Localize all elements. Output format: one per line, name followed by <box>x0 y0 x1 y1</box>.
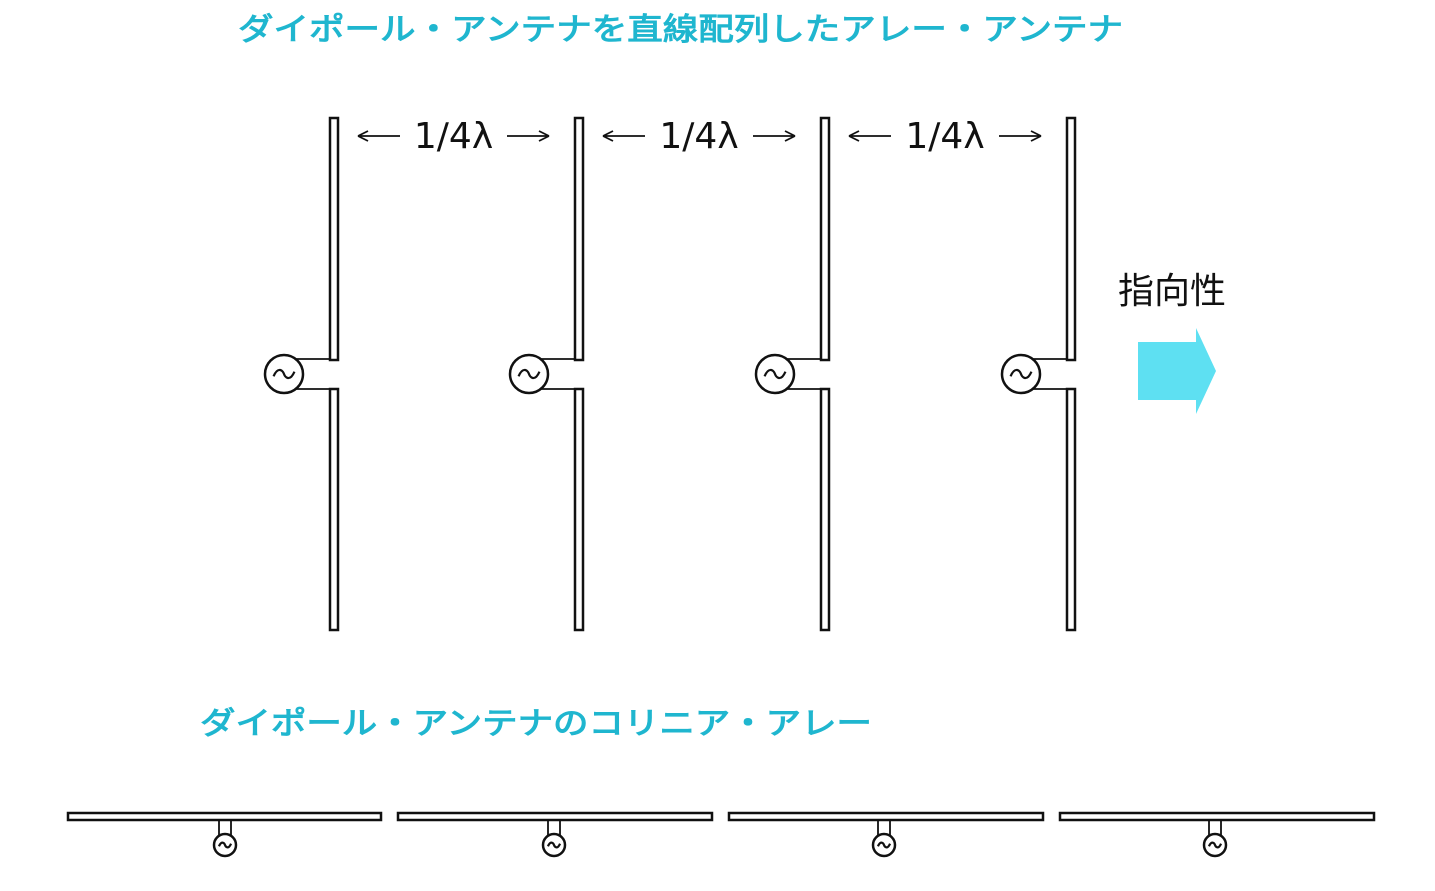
vertical-dipole-3 <box>754 116 831 632</box>
collinear-dipole-array <box>66 811 1376 858</box>
ac-source-tilde-icon <box>1009 368 1033 380</box>
feed-line-upper <box>783 358 822 360</box>
right-arrow-icon <box>999 130 1042 142</box>
dipole-lower-element <box>1065 387 1077 632</box>
spacing-label: 1/4λ <box>905 116 984 157</box>
ac-source-tilde-icon <box>876 841 892 849</box>
right-arrow-icon <box>753 130 796 142</box>
dipole-upper-element <box>1065 116 1077 362</box>
vertical-dipole-1 <box>263 116 340 632</box>
horizontal-dipole-element <box>396 811 714 822</box>
left-arrow-icon <box>357 130 400 142</box>
collinear-dipole-2 <box>396 811 714 858</box>
vertical-dipole-4 <box>1000 116 1077 632</box>
dipole-upper-element <box>819 116 831 362</box>
dipole-lower-element <box>819 387 831 632</box>
directivity-arrow-icon <box>1138 328 1216 414</box>
feed-line <box>547 820 561 836</box>
horizontal-dipole-element <box>1058 811 1376 822</box>
top-array-title: ダイポール・アンテナを直線配列したアレー・アンテナ <box>238 12 1123 48</box>
feed-line-upper <box>292 358 331 360</box>
left-arrow-icon <box>848 130 891 142</box>
ac-source-tilde-icon <box>763 368 787 380</box>
feed-line <box>1208 820 1222 836</box>
collinear-dipole-3 <box>727 811 1045 858</box>
feed-line <box>218 820 232 836</box>
ac-source-tilde-icon <box>546 841 562 849</box>
spacing-labels: 1/4λ 1/4λ 1/4λ <box>357 116 1042 157</box>
dipole-upper-element <box>573 116 585 362</box>
collinear-array-title: ダイポール・アンテナのコリニア・アレー <box>200 706 872 742</box>
spacing-label: 1/4λ <box>414 116 493 157</box>
spacing-label: 1/4λ <box>659 116 738 157</box>
collinear-dipole-4 <box>1058 811 1376 858</box>
ac-source-tilde-icon <box>272 368 296 380</box>
spacing-dimension-3: 1/4λ <box>848 116 1042 157</box>
spacing-dimension-2: 1/4λ <box>602 116 796 157</box>
dipole-lower-element <box>328 387 340 632</box>
left-arrow-icon <box>602 130 645 142</box>
dipole-lower-element <box>573 387 585 632</box>
right-arrow-icon <box>507 130 550 142</box>
collinear-dipole-1 <box>66 811 383 858</box>
directivity-label: 指向性 <box>1118 271 1226 312</box>
feed-line <box>877 820 891 836</box>
dipole-upper-element <box>328 116 340 362</box>
spacing-dimension-1: 1/4λ <box>357 116 550 157</box>
ac-source-tilde-icon <box>217 841 233 849</box>
vertical-dipole-2 <box>508 116 585 632</box>
feed-line-upper <box>1029 358 1068 360</box>
horizontal-dipole-element <box>727 811 1045 822</box>
feed-line-upper <box>537 358 576 360</box>
vertical-dipole-array <box>263 116 1077 632</box>
horizontal-dipole-element <box>66 811 383 822</box>
ac-source-tilde-icon <box>517 368 541 380</box>
ac-source-tilde-icon <box>1207 841 1223 849</box>
